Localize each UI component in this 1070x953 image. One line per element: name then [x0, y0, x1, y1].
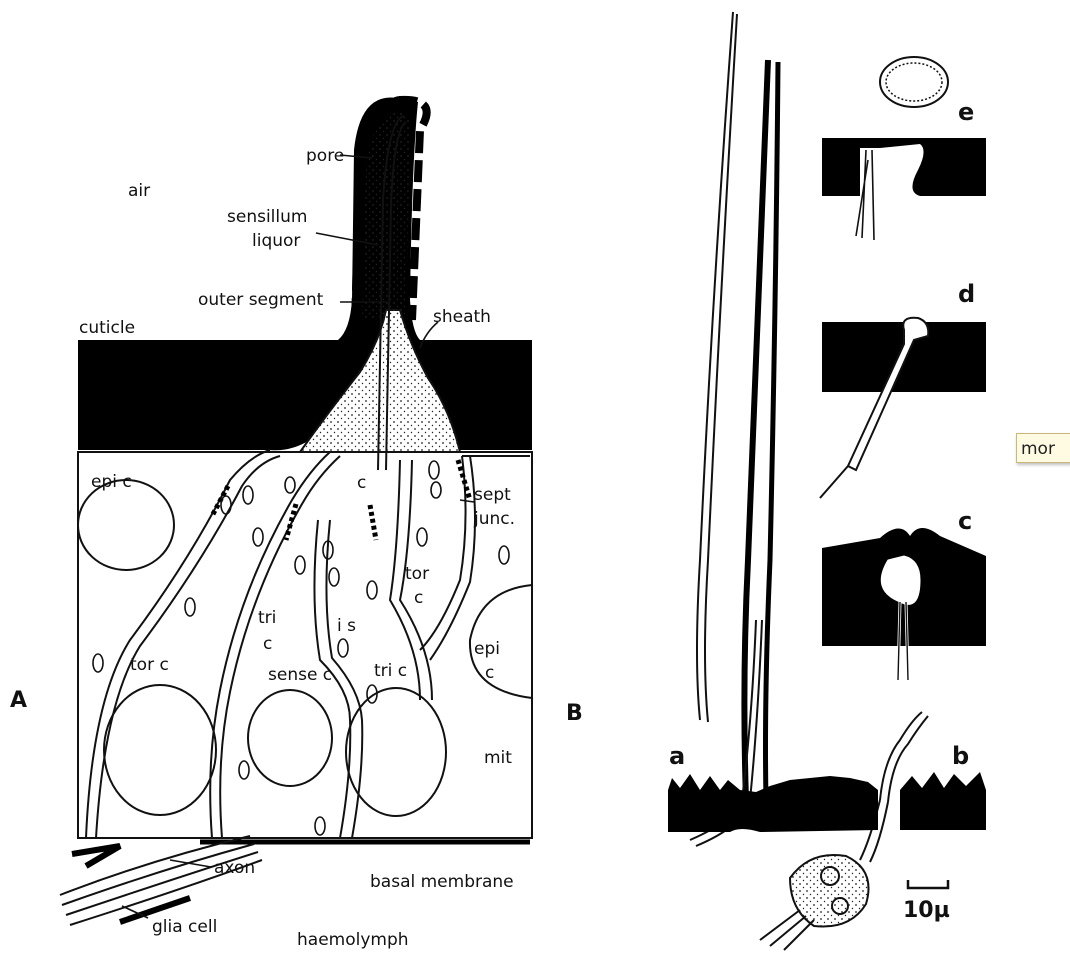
label-c-panel: c — [958, 507, 972, 535]
label-b: b — [952, 742, 969, 770]
label-epi-right-2: c — [485, 663, 494, 683]
label-liquor: liquor — [252, 231, 300, 251]
label-tor-right-1: tor — [405, 564, 429, 584]
label-tri-left-2: c — [263, 634, 272, 654]
b-cuticle-band — [668, 774, 878, 832]
label-sept: sept — [474, 485, 511, 505]
label-tor-c-left: tor c — [130, 655, 169, 675]
label-tri-c: tri c — [374, 661, 407, 681]
label-basal-membrane: basal membrane — [370, 872, 514, 892]
label-epi-right-1: epi — [474, 639, 500, 659]
label-pore: pore — [306, 146, 344, 166]
label-epi-c-left: epi c — [91, 472, 132, 492]
panel-b: B a b c d — [566, 12, 986, 950]
mitochondria — [93, 461, 509, 835]
label-glia-cell: glia cell — [152, 917, 217, 937]
panel-letter-a: A — [10, 688, 27, 713]
panel-letter-b: B — [566, 701, 583, 726]
b-sense-cell — [790, 855, 869, 927]
tooltip-popup: mor — [1016, 433, 1070, 463]
label-junc: junc. — [473, 509, 515, 529]
tooltip-text: mor — [1021, 439, 1055, 459]
panel-a: air pore sensillum liquor outer segment … — [10, 97, 532, 950]
label-d: d — [958, 280, 975, 308]
label-cuticle: cuticle — [79, 318, 135, 338]
label-is: i s — [337, 616, 356, 636]
b-cuticle-e — [822, 138, 986, 196]
label-haemolymph: haemolymph — [297, 930, 409, 950]
hair-a-thin — [697, 12, 737, 722]
label-axon: axon — [214, 858, 255, 878]
label-tor-right-2: c — [414, 588, 423, 608]
epi-c-left-nucleus — [78, 480, 174, 570]
tor-c-left-nucleus — [104, 685, 216, 815]
label-sense-c: sense c — [268, 665, 332, 685]
label-e: e — [958, 98, 974, 126]
scale-bar — [908, 880, 948, 888]
label-c: c — [357, 473, 366, 493]
sense-c-nucleus — [248, 690, 332, 786]
cuticle-layer — [78, 97, 532, 450]
leader-lines — [122, 155, 474, 918]
b-cross-section — [880, 57, 948, 107]
label-sheath: sheath — [433, 307, 491, 327]
cell-boundaries — [86, 450, 530, 838]
label-sensillum: sensillum — [227, 207, 307, 227]
label-air: air — [128, 181, 150, 201]
label-outer-segment: outer segment — [198, 290, 324, 310]
septate-junctions — [212, 460, 470, 540]
label-tri-left-1: tri — [258, 608, 276, 628]
label-scale: 10µ — [903, 898, 950, 923]
label-a: a — [669, 742, 685, 770]
label-mit: mit — [484, 748, 512, 768]
epidermis-outline — [78, 452, 532, 838]
